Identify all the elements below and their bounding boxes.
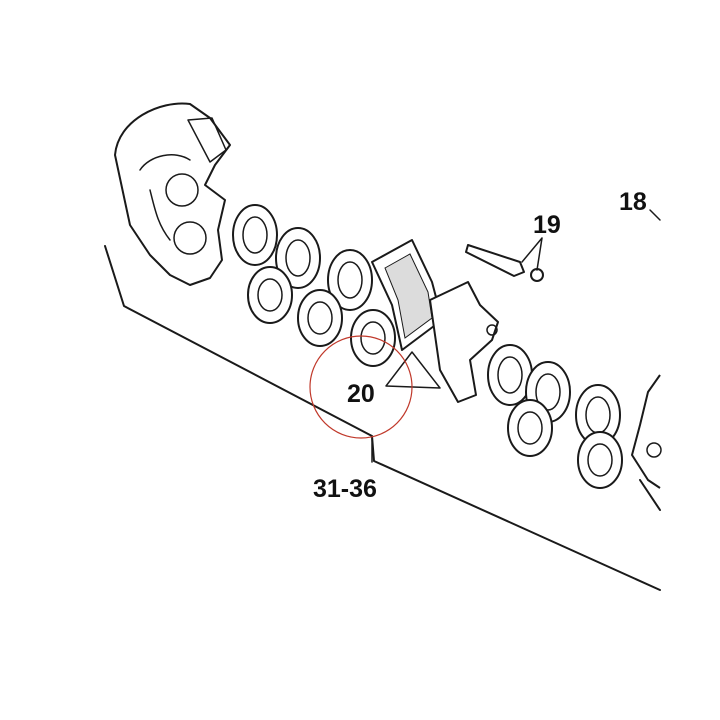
piston-seal-set-right bbox=[487, 344, 623, 489]
label-part-range: 31-36 bbox=[313, 475, 377, 503]
highlight-circle bbox=[309, 335, 413, 439]
frame-line-upper bbox=[639, 479, 661, 511]
caliper-body-left bbox=[114, 102, 231, 286]
leader-20 bbox=[385, 351, 441, 389]
caliper-body-right bbox=[631, 374, 662, 489]
label-part-20: 20 bbox=[347, 380, 375, 408]
piston-seal-set-left bbox=[232, 204, 396, 367]
leader-19 bbox=[521, 237, 543, 271]
label-part-18: 18 bbox=[619, 188, 647, 216]
label-part-19: 19 bbox=[533, 211, 561, 239]
brake-pads bbox=[371, 239, 499, 403]
leader-18 bbox=[649, 209, 661, 221]
pad-pin bbox=[465, 244, 544, 282]
